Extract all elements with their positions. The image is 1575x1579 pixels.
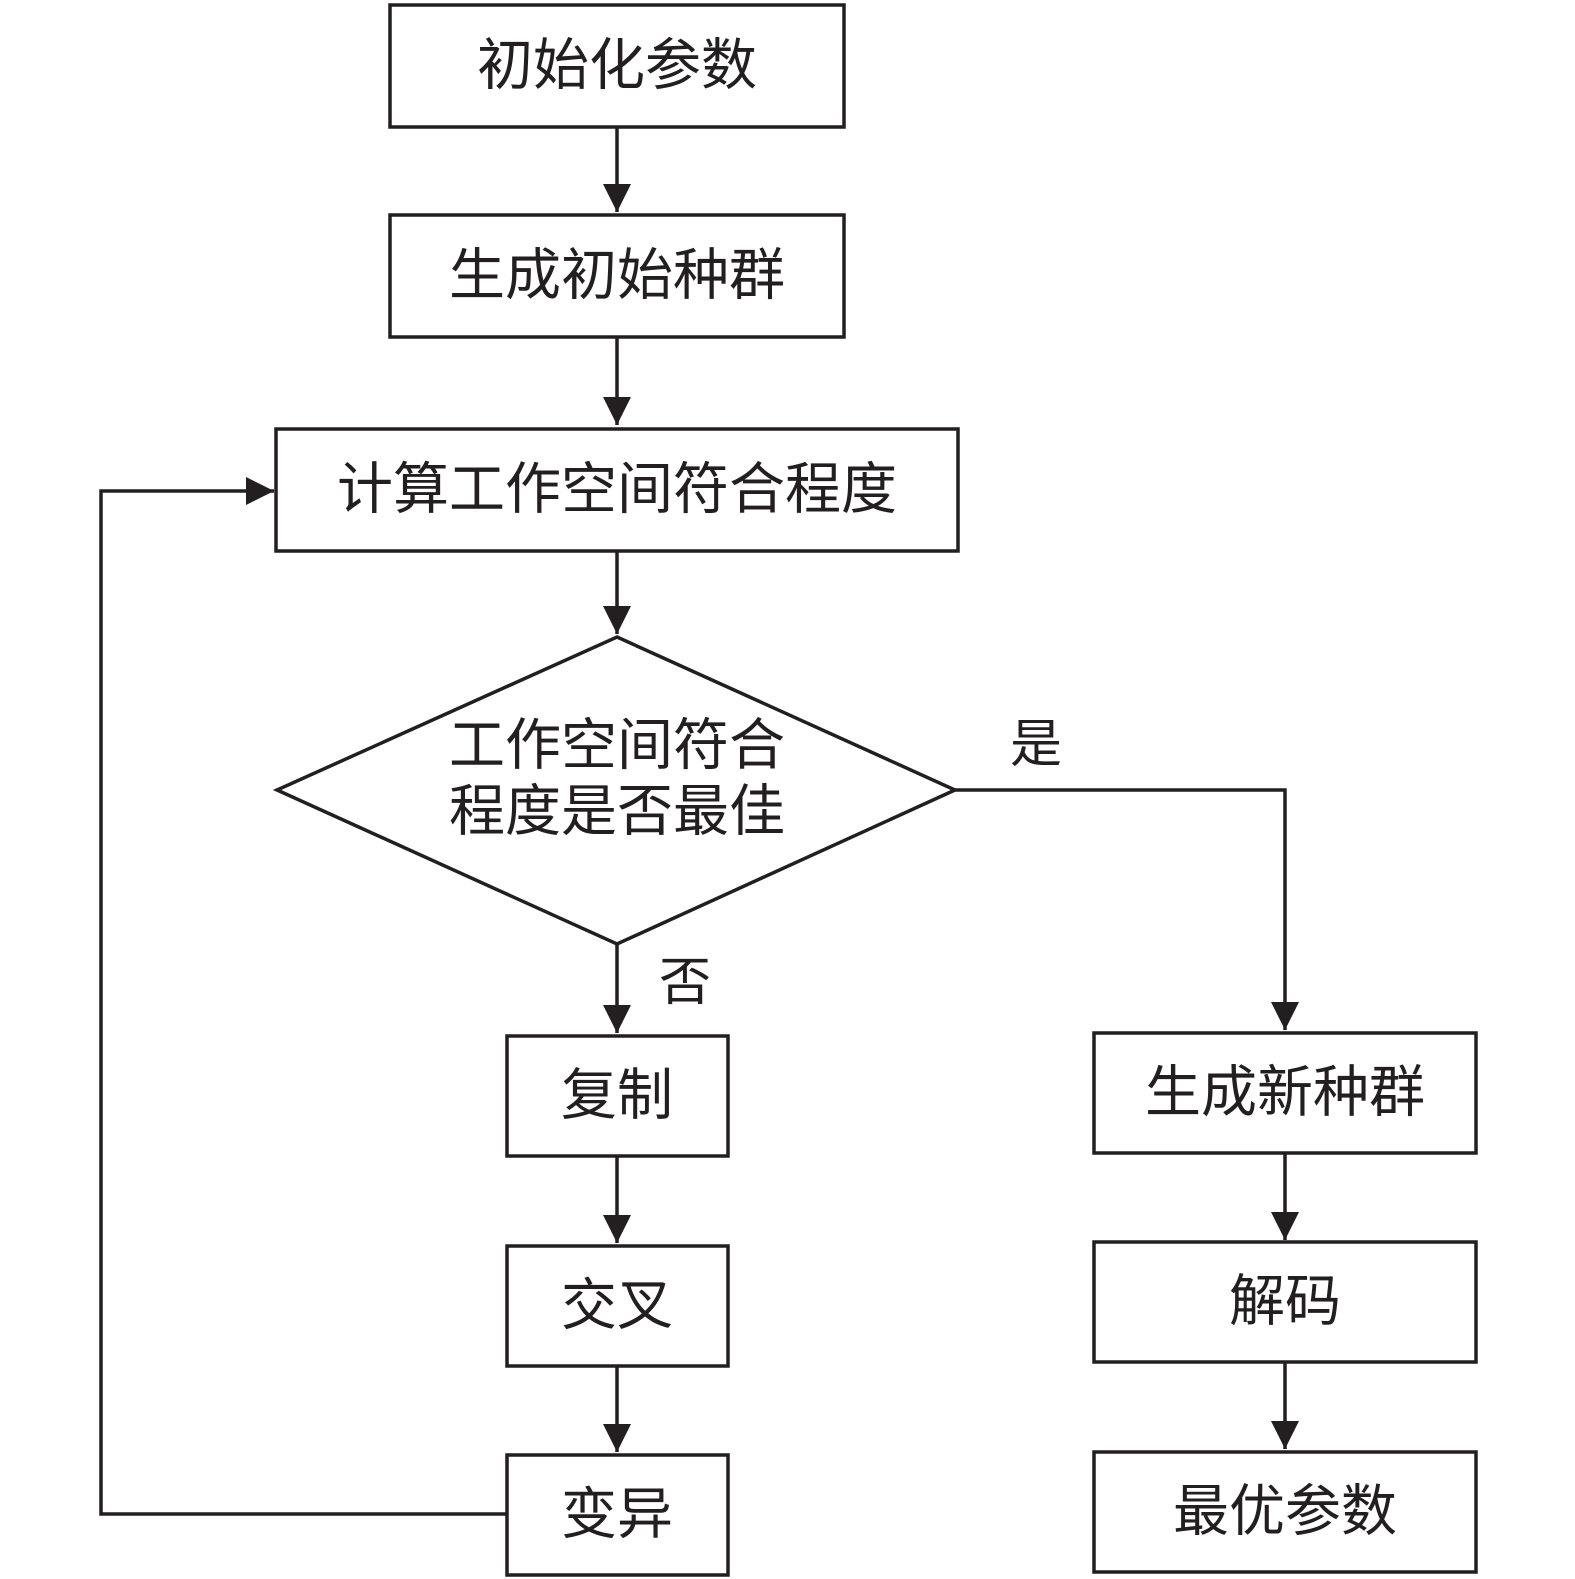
node-compute-fit [274, 427, 960, 553]
node-init-params-label: 初始化参数 [477, 34, 757, 99]
node-compute-fit-label: 计算工作空间符合程度 [337, 458, 897, 523]
edge-label-yes: 是 [1010, 715, 1062, 775]
node-optimal-params [1092, 1450, 1478, 1574]
node-decision-label-line2: 程度是否最佳 [449, 780, 785, 845]
node-new-population-label: 生成新种群 [1145, 1061, 1425, 1126]
node-crossover [505, 1244, 730, 1368]
node-mutation [505, 1453, 730, 1577]
edge-decision-to-new-population [955, 788, 1299, 1030]
node-copy [505, 1034, 730, 1158]
node-init-params [388, 3, 846, 129]
node-decision-label-line1: 工作空间符合 [449, 714, 785, 779]
node-crossover-label: 交叉 [561, 1274, 673, 1339]
node-decode-label: 解码 [1229, 1270, 1341, 1335]
node-optimal-params-label: 最优参数 [1173, 1480, 1397, 1545]
node-mutation-label: 变异 [561, 1483, 673, 1548]
node-decision [272, 635, 960, 946]
node-new-population [1092, 1031, 1478, 1155]
node-init-population-label: 生成初始种群 [449, 244, 785, 309]
node-copy-label: 复制 [561, 1064, 673, 1129]
node-init-population [388, 213, 846, 339]
edge-label-no: 否 [659, 953, 711, 1013]
node-decode [1092, 1240, 1478, 1364]
edge-mutation-loop-back [99, 477, 507, 1516]
